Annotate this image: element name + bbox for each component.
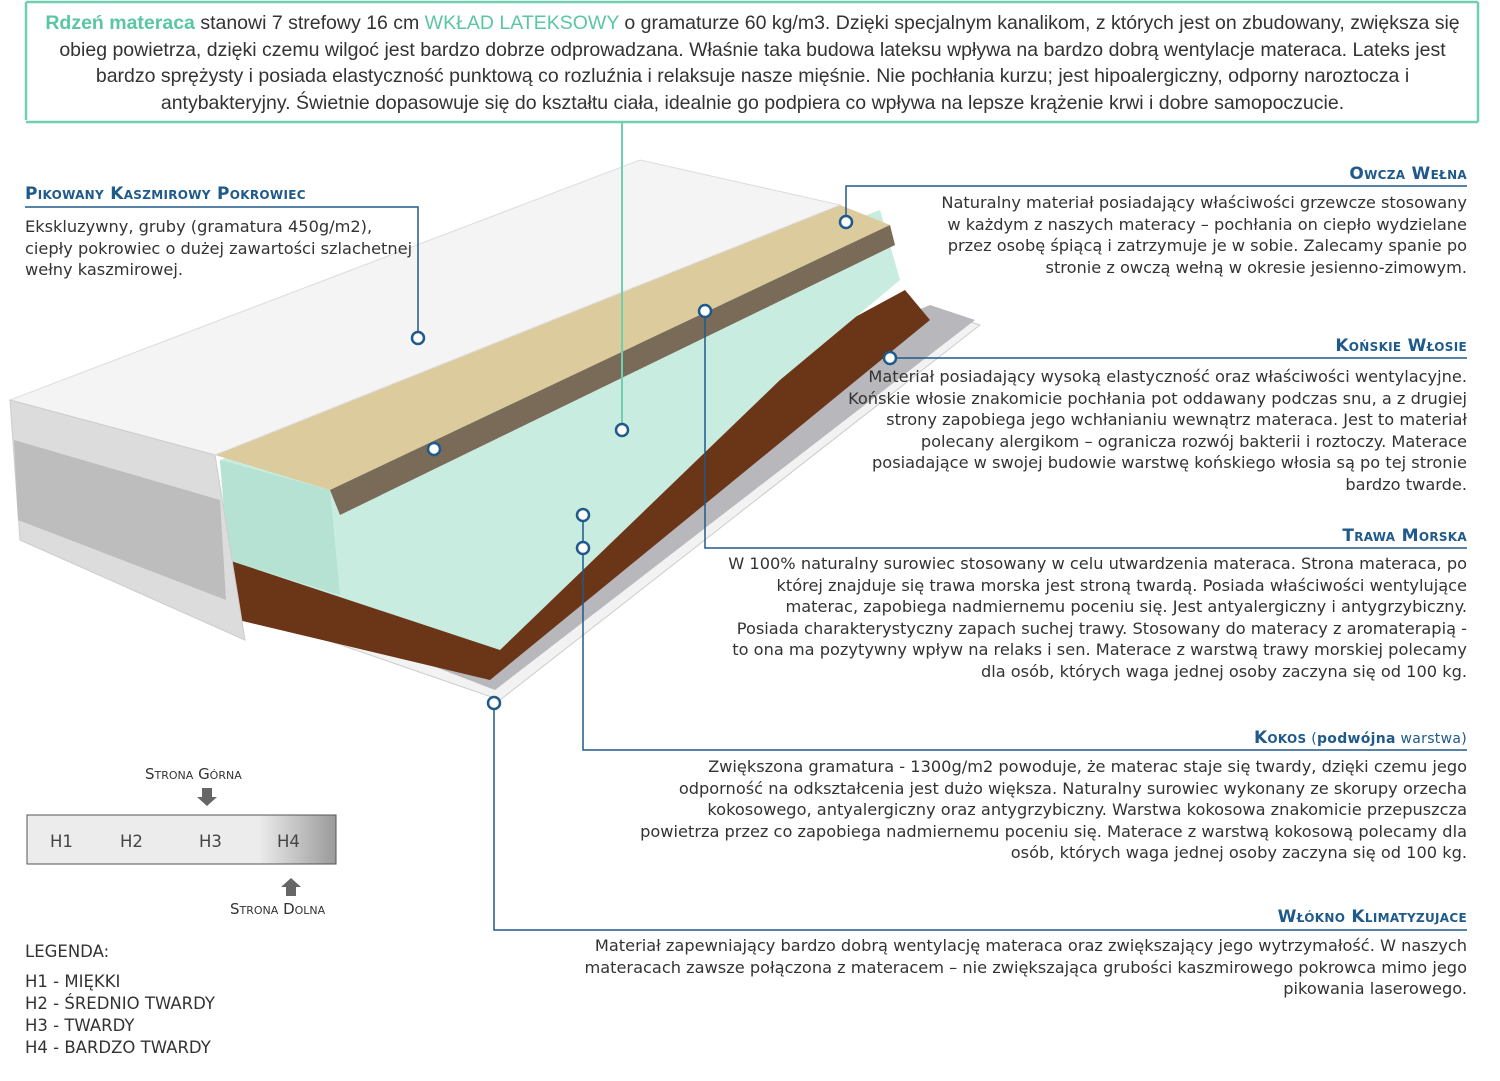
fiber-text: Materiał zapewniający bardzo dobrą wenty… [584,936,1467,999]
cover-band [14,440,226,600]
intro-highlight: Rdzeń materaca [45,12,195,34]
legend-item: H1 - MIĘKKI [25,972,121,991]
arrow-down-icon [197,788,217,806]
hardness-bar [26,814,337,865]
seagrass-layer [215,205,890,490]
horsehair-layer [330,225,895,515]
seagrass-title: Trawa Morska [1342,526,1467,546]
latex-core-description: Rdzeń materaca stanowi 7 strefowy 16 cm … [30,10,1475,116]
intro-text: stanowi 7 strefowy 16 cm [194,12,425,34]
top-side-label: Strona Górna [145,765,242,783]
legend-item: H3 - TWARDY [25,1016,135,1035]
marker-dots [410,214,898,711]
horsehair-text: Materiał posiadający wysoką elastyczność… [848,367,1467,494]
intro-highlight-latex: WKŁAD LATEKSOWY [424,12,619,34]
cover-text: Ekskluzywny, gruby (gramatura 450g/m2), … [25,217,413,280]
bottom-side-label: Strona Dolna [230,900,326,918]
coconut-title: Kokos (podwójna warstwa) [1254,728,1467,748]
cover-title: Pikowany Kaszmirowy Pokrowiec [25,184,306,204]
legend-item: H4 - BARDZO TWARDY [25,1038,211,1057]
mattress-illustration [8,159,982,701]
leader-lines [25,185,1467,931]
latex-front [220,460,340,595]
arrow-up-icon [281,878,301,896]
horsehair-title: Końskie Włosie [1335,336,1467,356]
coconut-text: Zwiększona gramatura - 1300g/m2 powoduje… [640,757,1467,863]
legend-item: H2 - ŚREDNIO TWARDY [25,994,215,1013]
coconut-title-text: Kokos [1253,728,1307,748]
wool-text: Naturalny materiał posiadający właściwoś… [941,193,1467,277]
coconut-double: podwójna [1316,731,1396,747]
coconut-paren: ( [1306,731,1317,747]
intro-text-body: o gramaturze 60 kg/m3. Dzięki specjalnym… [59,12,1460,114]
level-h1: H1 [50,832,73,851]
coconut-layer-word: warstwa) [1395,731,1467,747]
level-h3: H3 [199,832,222,851]
wool-title: Owcza Wełna [1349,164,1467,184]
seagrass-text: W 100% naturalny surowiec stosowany w ce… [728,554,1467,681]
fiber-title: Włókno Klimatyzujace [1277,907,1467,927]
level-h2: H2 [120,832,143,851]
intro-frame [24,0,1480,124]
level-h4: H4 [277,832,300,851]
legend-title: LEGENDA: [25,942,110,961]
